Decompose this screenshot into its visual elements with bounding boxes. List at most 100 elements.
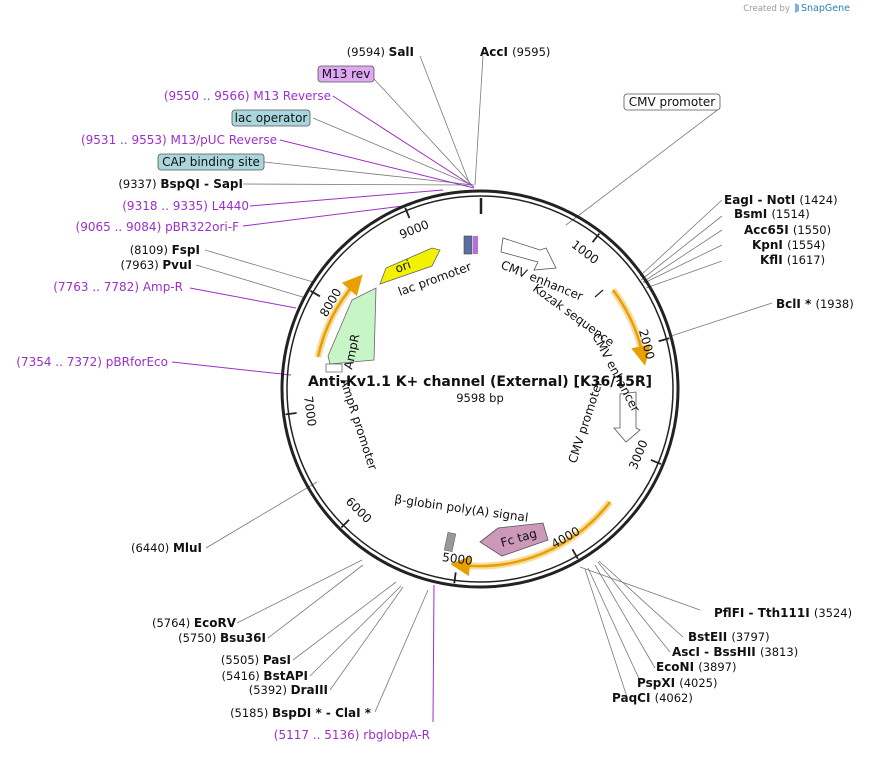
site-name: BspDI * - ClaI * (272, 706, 372, 720)
primer-site[interactable]: (9065 .. 9084) pBR322ori-F (76, 220, 240, 234)
site-name: EcoNI (656, 660, 698, 674)
primer-range: (7763 .. 7782) (53, 280, 143, 294)
restriction-site-labels: (9594) SalI AccI (9595) (9337) BspQI - Sap… (118, 45, 853, 720)
ampr-feature[interactable] (327, 287, 377, 365)
box-cmv-promoter[interactable]: CMV promoter (623, 93, 721, 111)
primer-range: (9065 .. 9084) (76, 220, 166, 234)
restriction-site[interactable]: BclI * (1938) (776, 297, 854, 311)
site-position: (7963) (120, 258, 162, 272)
primer-site[interactable]: (9531 .. 9553) M13/pUC Reverse (81, 133, 277, 147)
restriction-site-text: (5392) DraIII (249, 683, 328, 697)
restriction-site[interactable]: (5392) DraIII (249, 683, 328, 697)
restriction-site-text: (9337) BspQI - SapI (118, 177, 243, 191)
orf-arrow-cmv (612, 289, 651, 366)
restriction-site[interactable]: EcoNI (3897) (656, 660, 737, 674)
restriction-site[interactable]: (7963) PvuI (120, 258, 192, 272)
restriction-site[interactable]: (5750) Bsu36I (178, 631, 266, 645)
restriction-site[interactable]: KpnI (1554) (752, 238, 825, 252)
box-cap-site[interactable]: CAP binding site (157, 153, 265, 171)
restriction-site[interactable]: PaqCI (4062) (612, 691, 693, 705)
primer-site[interactable]: (5117 .. 5136) rbglobpA-R (274, 728, 430, 742)
restriction-site-text: (5185) BspDI * - ClaI * (230, 706, 372, 720)
restriction-site-text: (5505) PasI (221, 653, 291, 667)
primer-text: (9531 .. 9553) M13/pUC Reverse (81, 133, 277, 147)
restriction-site-text: KflI (1617) (760, 253, 825, 267)
restriction-site[interactable]: PflFI - Tth111I (3524) (714, 606, 852, 620)
restriction-site[interactable]: (8109) FspI (130, 243, 200, 257)
restriction-site[interactable]: KflI (1617) (760, 253, 825, 267)
orf-arrow-cmv-glow (610, 287, 647, 357)
restriction-site[interactable]: (6440) MluI (131, 541, 202, 555)
restriction-site[interactable]: Acc65I (1550) (744, 223, 831, 237)
restriction-site[interactable]: BstEII (3797) (688, 630, 770, 644)
tick-label-4000: 4000 (549, 524, 582, 551)
site-name: BspQI - SapI (160, 177, 243, 191)
globin-polya-feature[interactable] (443, 532, 457, 552)
restriction-site[interactable]: EagI - NotI (1424) (724, 193, 838, 207)
cmv-promoter-feature[interactable] (613, 391, 641, 443)
site-name: PasI (263, 653, 291, 667)
restriction-site-text: Acc65I (1550) (744, 223, 831, 237)
tick-label-7000: 7000 (301, 395, 319, 427)
tick-mark-6000 (340, 519, 350, 529)
site-name: EcoRV (194, 616, 237, 630)
primer-name: M13 Reverse (253, 89, 331, 103)
primer-text: (7354 .. 7372) pBRforEco (16, 355, 168, 369)
restriction-site[interactable]: AccI (9595) (480, 45, 550, 59)
ampr-promoter-feature[interactable] (325, 363, 343, 373)
restriction-site-text: BclI * (1938) (776, 297, 854, 311)
site-position: (1550) (793, 223, 831, 237)
restriction-site-text: KpnI (1554) (752, 238, 825, 252)
m13-rev-feature[interactable] (473, 236, 478, 254)
restriction-site-text: (5416) BstAPI (222, 669, 308, 683)
restriction-site[interactable]: (5505) PasI (221, 653, 291, 667)
orf-arrow-amp (316, 274, 363, 358)
site-position: (8109) (130, 243, 172, 257)
site-position: (3797) (731, 630, 769, 644)
tick-label-5000: 5000 (441, 550, 473, 568)
fc-tag-feature[interactable] (479, 522, 549, 557)
restriction-site-text: (8109) FspI (130, 243, 200, 257)
site-name: FspI (172, 243, 200, 257)
restriction-site[interactable]: AscI - BssHII (3813) (672, 645, 798, 659)
primer-text: (9065 .. 9084) pBR322ori-F (76, 220, 240, 234)
primer-name: M13/pUC Reverse (171, 133, 278, 147)
primer-site[interactable]: (9318 .. 9335) L4440 (122, 199, 249, 213)
primer-name: L4440 (212, 199, 249, 213)
primer-site[interactable]: (7763 .. 7782) Amp-R (53, 280, 183, 294)
restriction-site[interactable]: PspXI (4025) (637, 676, 717, 690)
restriction-site[interactable]: (9594) SalI (347, 45, 414, 59)
restriction-site[interactable]: (5416) BstAPI (222, 669, 308, 683)
site-name: AscI - BssHII (672, 645, 760, 659)
tick-label-9000: 9000 (397, 217, 431, 242)
site-name: BsmI (734, 207, 771, 221)
snapgene-logo-icon (795, 3, 799, 13)
ori-feature[interactable] (379, 247, 441, 285)
primer-site[interactable]: (9550 .. 9566) M13 Reverse (164, 89, 331, 103)
restriction-site[interactable]: BsmI (1514) (734, 207, 810, 221)
box-lac-operator[interactable]: lac operator (231, 109, 311, 127)
box-m13-rev-text: M13 rev (322, 67, 371, 81)
primer-text: (5117 .. 5136) rbglobpA-R (274, 728, 430, 742)
restriction-site-text: AccI (9595) (480, 45, 550, 59)
primer-site[interactable]: (7354 .. 7372) pBRforEco (16, 355, 168, 369)
cmv-enhancer-feature[interactable] (500, 237, 557, 271)
site-position: (9595) (512, 45, 550, 59)
restriction-site-text: AscI - BssHII (3813) (672, 645, 798, 659)
restriction-site[interactable]: (9337) BspQI - SapI (118, 177, 243, 191)
site-name: PspXI (637, 676, 679, 690)
box-m13-rev[interactable]: M13 rev (317, 65, 375, 83)
tick-label-1000: 1000 (569, 237, 602, 267)
restriction-site[interactable]: (5185) BspDI * - ClaI * (230, 706, 372, 720)
lac-operator-feature[interactable] (463, 235, 473, 255)
site-position: (3813) (760, 645, 798, 659)
primer-range: (9531 .. 9553) (81, 133, 171, 147)
site-position: (5750) (178, 631, 220, 645)
plasmid-name: Anti-Kv1.1 K+ channel (External) [K36/15… (308, 374, 652, 390)
restriction-site-text: PspXI (4025) (637, 676, 717, 690)
globin-polya-label: β-globin poly(A) signal (394, 492, 530, 525)
restriction-site-text: PaqCI (4062) (612, 691, 693, 705)
restriction-site[interactable]: (5764) EcoRV (152, 616, 237, 630)
box-lac-operator-text: lac operator (235, 111, 308, 125)
